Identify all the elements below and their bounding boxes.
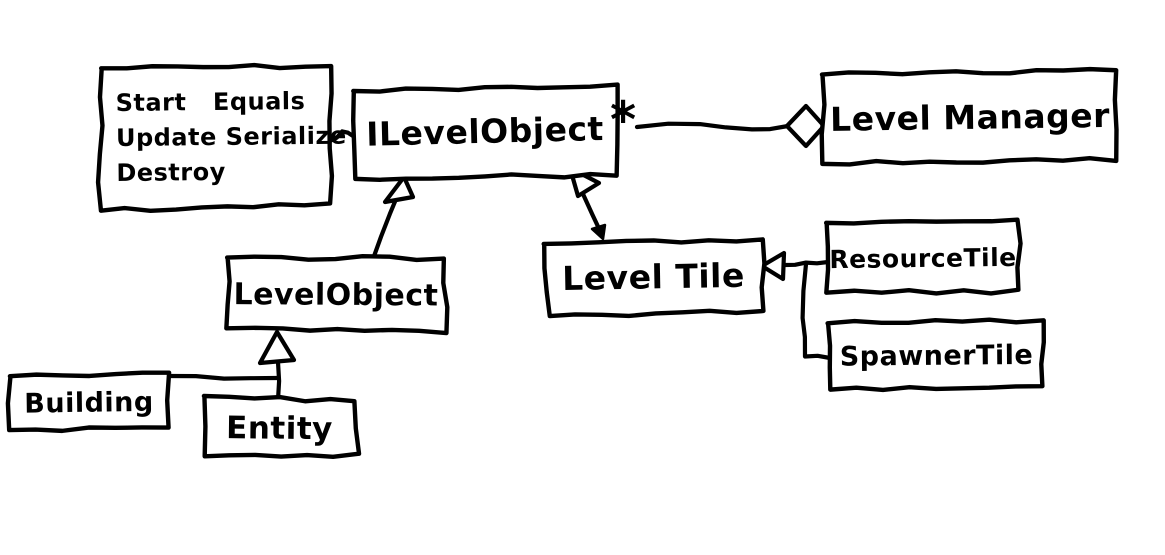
- entity-inheritance-line: [275, 359, 282, 403]
- inheritance-triangle-at-leveltile-icon: [759, 250, 787, 282]
- interface-methods-box-label: Destroy: [116, 158, 226, 187]
- resourcetile-box-label: ResourceTile: [829, 243, 1017, 274]
- methods-connector-line: [327, 129, 356, 144]
- spawner-branch-line: [800, 261, 833, 361]
- building-box-outline: [5, 370, 172, 434]
- levelmanager-box-label: Level Manager: [830, 96, 1110, 139]
- levelobject-box: LevelObject: [224, 253, 450, 336]
- entity-box-outline: [201, 393, 362, 459]
- building-connector-line: [165, 373, 280, 381]
- leveltile-box: Level Tile: [541, 237, 767, 319]
- multiplicity-star: *: [610, 91, 637, 149]
- interface-methods-box-label: Start Equals: [115, 87, 305, 117]
- spawnertile-box-label: SpawnerTile: [840, 340, 1034, 373]
- leveltile-box-label: Level Tile: [562, 256, 745, 298]
- building-box: Building: [5, 370, 172, 434]
- levelmanager-box: Level Manager: [819, 66, 1119, 167]
- levelobject-inheritance-line: [370, 189, 402, 262]
- levelobject-box-outline: [224, 253, 450, 336]
- leveltile-box-outline: [541, 237, 767, 319]
- levelmanager-box-outline: [819, 66, 1119, 167]
- small-arrowhead-at-leveltile-icon: [590, 223, 607, 241]
- entity-box-label: Entity: [226, 410, 333, 447]
- aggregation-diamond-icon: [784, 103, 827, 149]
- ilevelobject-box: ILevelObject: [351, 82, 620, 182]
- levelobject-box-label: LevelObject: [233, 277, 438, 313]
- aggregation-line: [634, 121, 791, 132]
- ilevelobject-box-outline: [351, 82, 620, 182]
- spawnertile-box-outline: [825, 317, 1046, 393]
- resourcetile-box: ResourceTile: [823, 217, 1023, 296]
- resourcetile-box-outline: [823, 217, 1023, 296]
- entity-box: Entity: [201, 393, 362, 459]
- inheritance-triangle-levelobject-to-ilevelobject-icon: [382, 174, 416, 205]
- spawnertile-box: SpawnerTile: [825, 317, 1046, 393]
- building-box-label: Building: [24, 387, 154, 420]
- interface-methods-box-label: Update Serialize: [116, 122, 347, 152]
- inheritance-triangle-at-levelobject-icon: [257, 329, 297, 366]
- interface-methods-box-outline: [95, 62, 335, 213]
- ilevelobject-box-label: ILevelObject: [366, 109, 604, 154]
